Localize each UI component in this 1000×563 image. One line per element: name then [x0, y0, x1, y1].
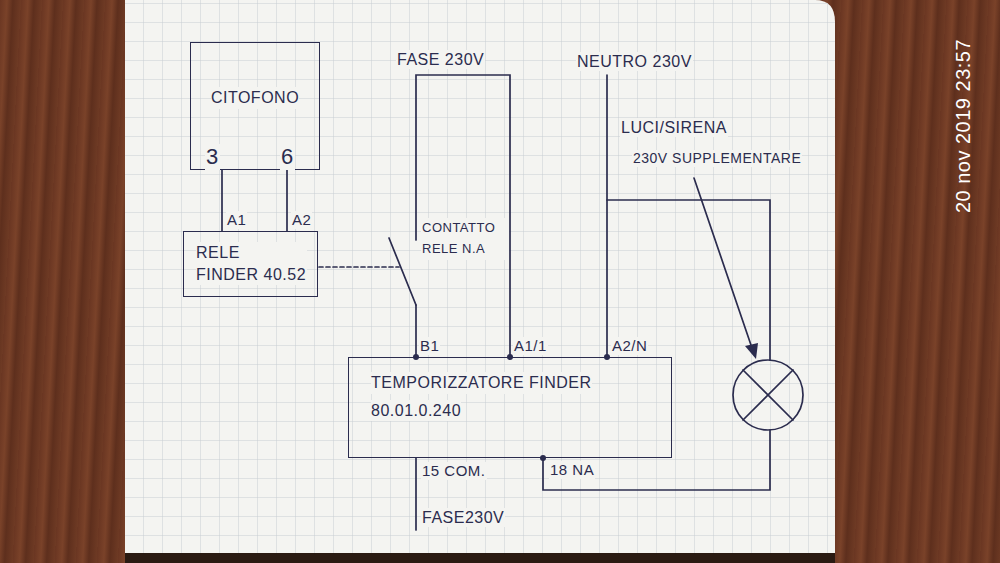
output-wire [543, 430, 770, 490]
relay-box: RELE FINDER 40.52 [183, 231, 318, 297]
terminal-name: 15 COM. [421, 462, 487, 480]
lamp-symbol [733, 360, 803, 430]
leader-line [694, 178, 752, 348]
wire [221, 170, 223, 231]
pin-number: 3 [205, 144, 220, 170]
leader-arrowhead [745, 343, 758, 359]
model-number: 80.01.0.240 [371, 400, 461, 422]
contact-label: CONTATTO RELE N.A [421, 218, 509, 260]
relay-contact-blade [389, 238, 416, 305]
neutral-lamp-wire [607, 200, 770, 360]
wire [286, 170, 288, 231]
terminal-name: B1 [419, 337, 440, 355]
terminal-name: 18 NA [549, 461, 595, 479]
relay-mechanical-link [319, 266, 399, 268]
phase-wire [416, 75, 510, 357]
paper-shadow [125, 553, 835, 563]
terminal-dot [540, 455, 546, 461]
contact-lower-wire [415, 305, 417, 357]
neutral-wire [606, 75, 608, 357]
supply-label: FASE 230V [396, 50, 485, 69]
load-label: LUCI/SIRENA [620, 118, 728, 137]
box-title: RELE FINDER 40.52 [196, 242, 307, 285]
box-title: TEMPORIZZATORE FINDER [371, 372, 592, 394]
pin-name: A2 [291, 211, 312, 229]
terminal-name: A2/N [611, 337, 648, 355]
date-watermark: 20 nov 2019 23:57 [951, 25, 975, 227]
supply-label: FASE230V [421, 508, 505, 527]
box-title: CITOFONO [211, 87, 299, 109]
pin-number: 6 [280, 144, 295, 170]
terminal-name: A1/1 [513, 337, 548, 355]
pin-name: A1 [226, 211, 247, 229]
paper-sheet [125, 0, 835, 553]
common-wire [415, 458, 417, 530]
paper-grid [125, 0, 835, 553]
supply-label: NEUTRO 230V [576, 52, 693, 71]
timer-box: TEMPORIZZATORE FINDER 80.01.0.240 [348, 357, 672, 458]
lamp-cross [743, 370, 793, 420]
load-label: 230V SUPPLEMENTARE [632, 150, 802, 167]
